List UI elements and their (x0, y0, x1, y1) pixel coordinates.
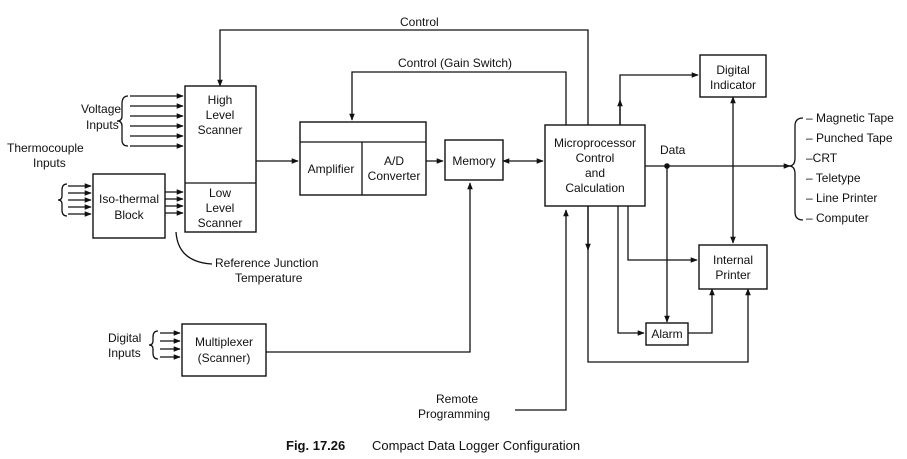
thermocouple-input-arrows (57, 183, 92, 217)
voltage-inputs-label-2: Inputs (86, 118, 119, 132)
reference-junction-label-2: Temperature (235, 271, 303, 285)
digital-inputs-label-2: Inputs (108, 346, 141, 360)
reference-junction-curve (175, 231, 213, 265)
mp-to-alarm (617, 206, 645, 336)
control-gain-label: Control (Gain Switch) (398, 56, 512, 70)
digital-inputs-label-1: Digital (108, 331, 141, 345)
memory-block (444, 139, 504, 181)
low-level-scanner-label-2: Level (206, 201, 235, 215)
data-label: Data (660, 143, 686, 157)
output-item: – Line Printer (806, 191, 877, 205)
control-label: Control (400, 15, 439, 29)
digital-indicator-label-1: Digital (716, 63, 749, 77)
gain-switch-line (349, 71, 567, 125)
amplifier-label: Amplifier (308, 162, 355, 176)
iso-thermal-label-2: Block (114, 208, 144, 222)
microprocessor-block (544, 124, 646, 207)
microprocessor-label-2: Control (576, 151, 615, 165)
scanner-block (184, 85, 257, 233)
output-item: –CRT (806, 151, 838, 165)
microprocessor-label-1: Microprocessor (554, 136, 636, 150)
remote-programming-line (515, 209, 569, 411)
low-level-scanner-label-1: Low (209, 186, 231, 200)
multiplexer-label-2: (Scanner) (198, 351, 251, 365)
remote-programming-label-2: Programming (418, 407, 490, 421)
output-item: – Magnetic Tape (806, 111, 894, 125)
output-bracket (788, 117, 804, 221)
thermocouple-inputs-label-1: Thermocouple (7, 141, 84, 155)
iso-thermal-block (92, 173, 166, 239)
reference-junction-label-1: Reference Junction (215, 256, 318, 270)
alarm-label: Alarm (651, 327, 682, 341)
ad-converter-label-2: Converter (368, 169, 421, 183)
high-level-scanner-label-3: Scanner (198, 123, 243, 137)
ad-converter-label-1: A/D (384, 154, 404, 168)
voltage-inputs-label-1: Voltage (81, 102, 121, 116)
output-item: – Teletype (806, 171, 861, 185)
figure-number: Fig. 17.26 (286, 438, 345, 453)
multiplexer-label-1: Multiplexer (195, 335, 253, 349)
digital-indicator-block (699, 54, 767, 98)
mp-to-internal-printer (627, 206, 698, 263)
multiplexer-to-memory (266, 182, 473, 353)
alarm-to-printer (688, 288, 715, 334)
internal-printer-block (698, 244, 768, 290)
output-item: – Computer (806, 211, 869, 225)
mp-bottom-loop (587, 206, 751, 363)
high-level-scanner-label-1: High (208, 93, 233, 107)
iso-to-scanner-arrows (165, 189, 184, 216)
output-item: – Punched Tape (806, 131, 893, 145)
remote-programming-label-1: Remote (436, 392, 478, 406)
connectors (217, 29, 804, 411)
microprocessor-label-4: Calculation (565, 181, 624, 195)
multiplexer-block (181, 323, 267, 377)
amplifier-adc-block (299, 121, 427, 196)
control-line (217, 29, 589, 125)
internal-printer-label-2: Printer (715, 268, 750, 282)
voltage-input-arrows (116, 93, 184, 149)
low-level-scanner-label-3: Scanner (198, 216, 243, 230)
figure-title: Compact Data Logger Configuration (372, 438, 580, 453)
microprocessor-label-3: and (585, 166, 605, 180)
high-level-scanner-label-2: Level (206, 108, 235, 122)
memory-label: Memory (452, 154, 495, 168)
alarm-block (645, 322, 689, 346)
internal-printer-label-1: Internal (713, 253, 753, 267)
iso-thermal-label-1: Iso-thermal (99, 192, 159, 206)
digital-input-arrows (148, 330, 181, 360)
mp-to-digital-indicator (619, 72, 699, 125)
data-junction-dot (664, 163, 670, 169)
digital-indicator-label-2: Indicator (710, 78, 756, 92)
thermocouple-inputs-label-2: Inputs (33, 156, 66, 170)
